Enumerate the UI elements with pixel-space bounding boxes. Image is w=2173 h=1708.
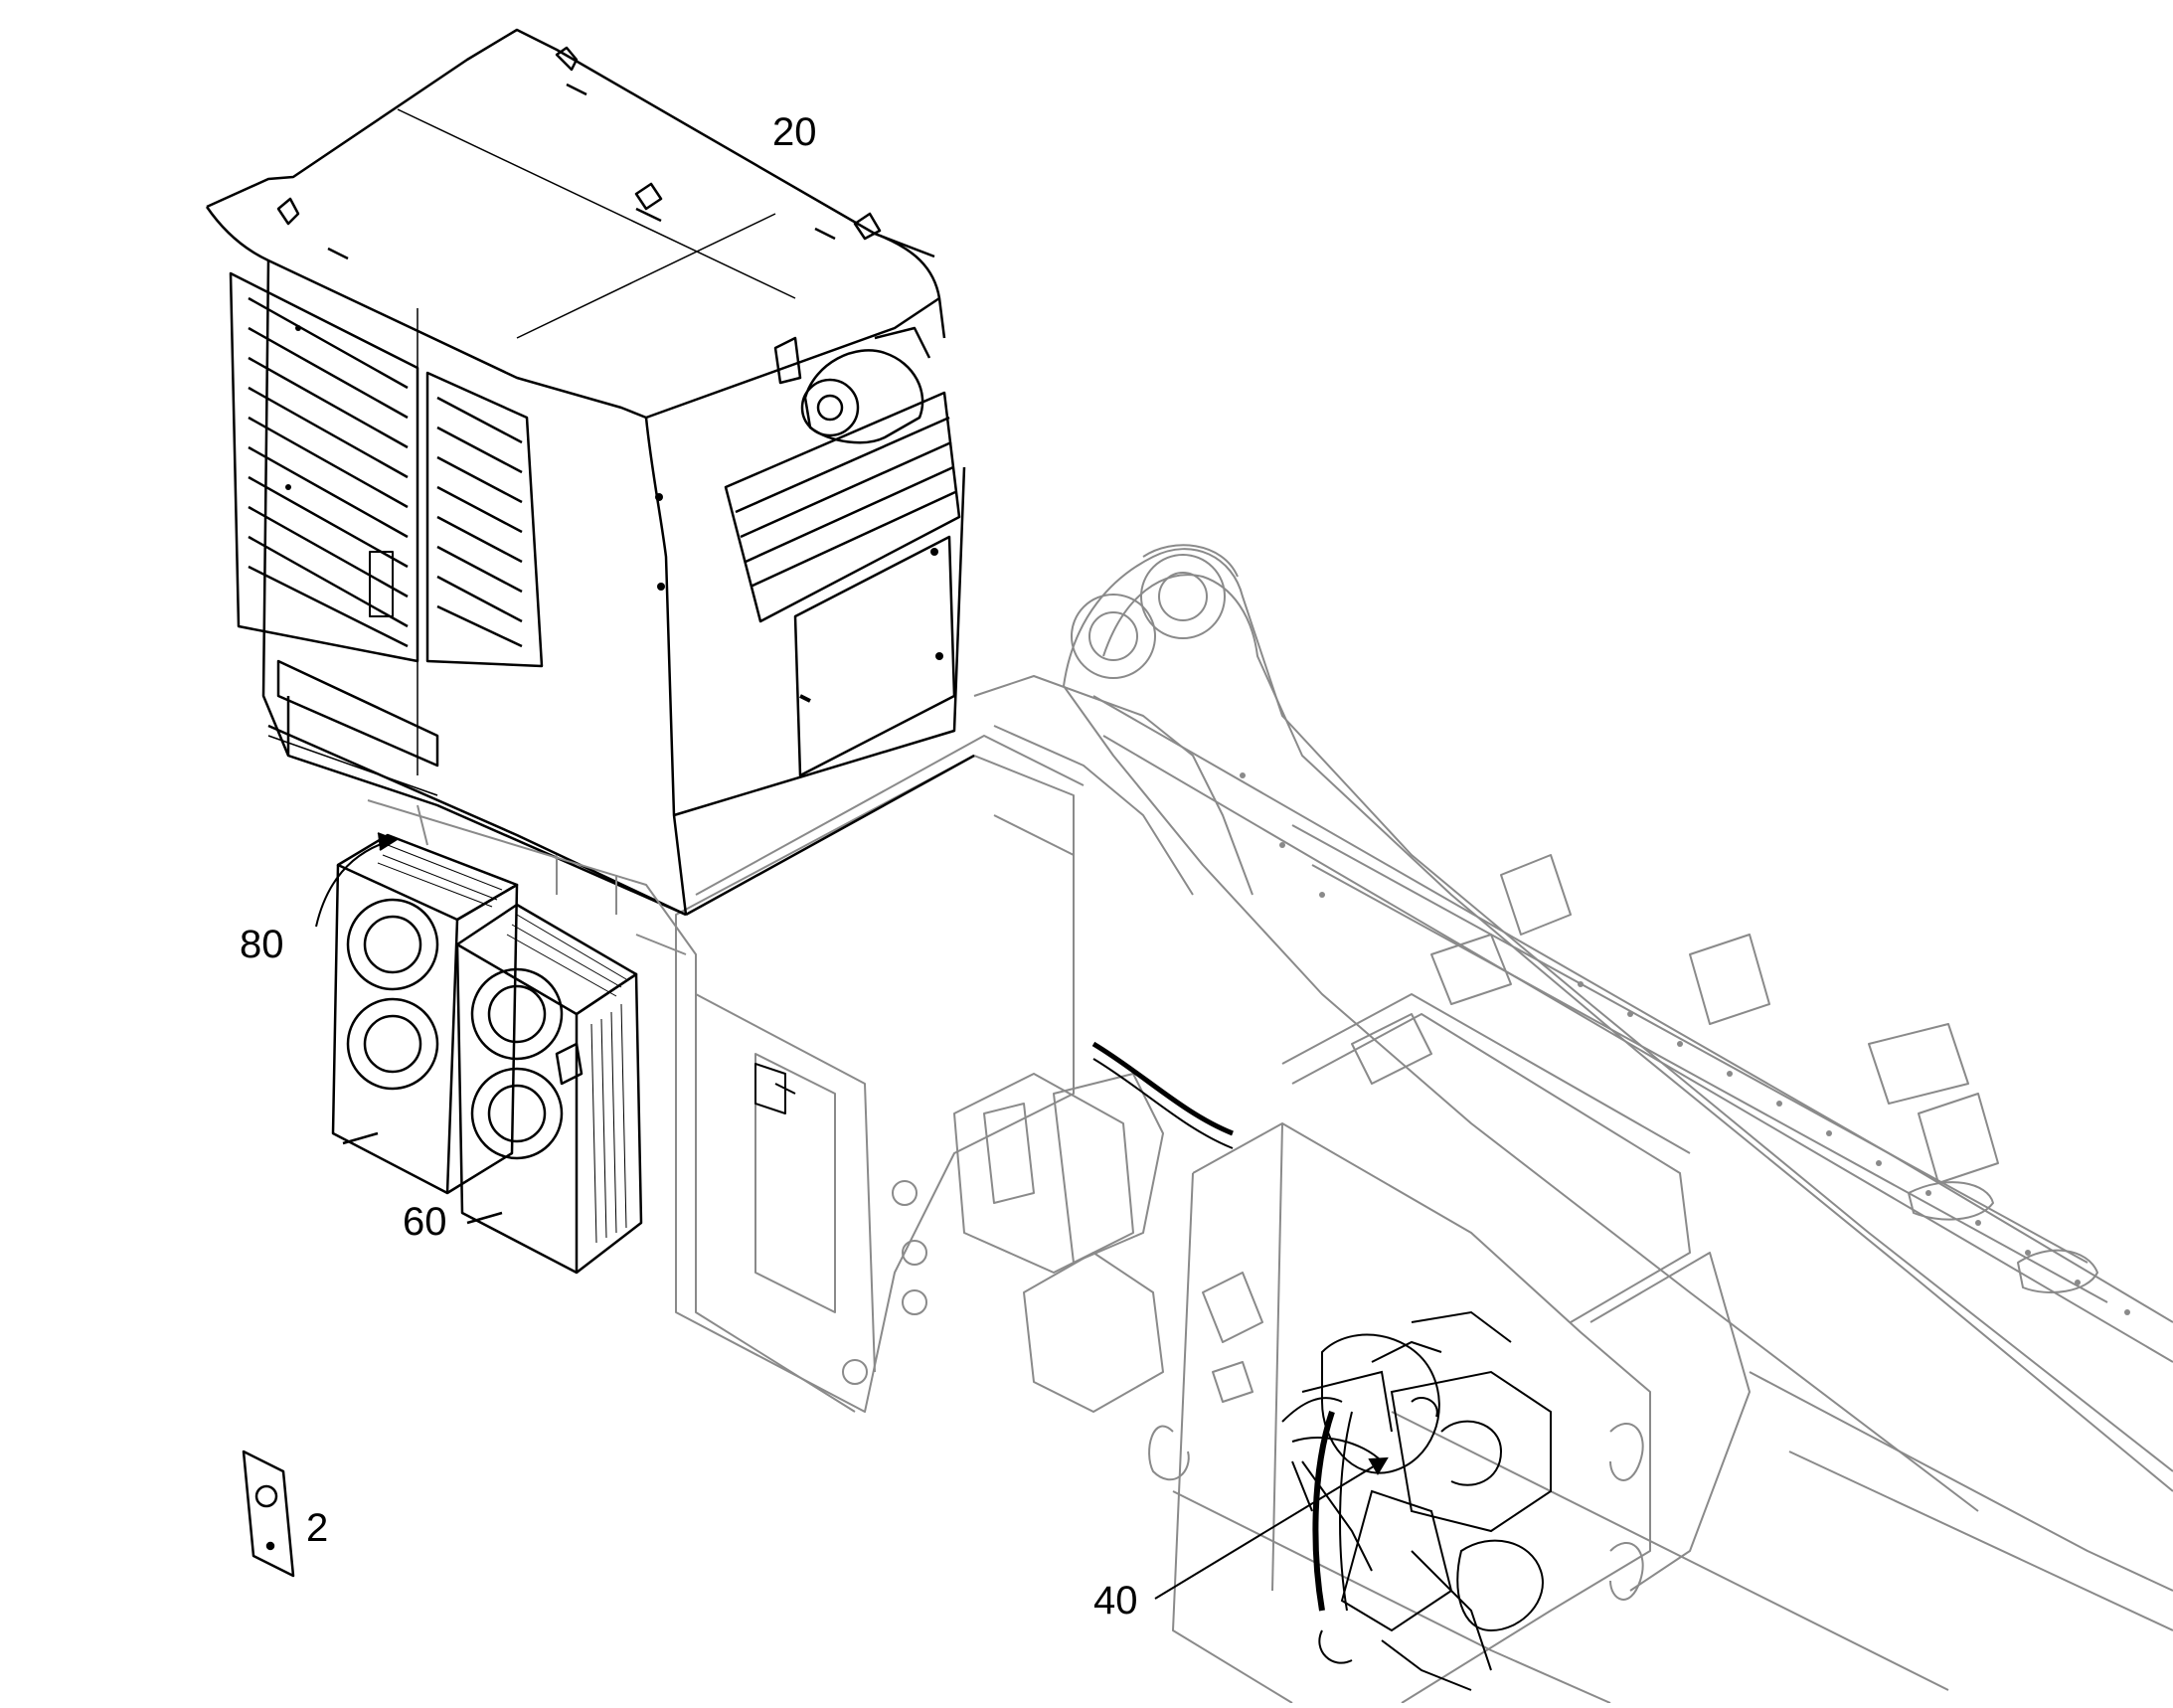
cooler-mount: [367, 799, 856, 1413]
callout-60: 60: [403, 1200, 447, 1244]
callout-40: 40: [1093, 1579, 1138, 1623]
callout-80: 80: [240, 923, 284, 966]
cab-assembly: [205, 28, 975, 917]
cab-side-louvres: [229, 271, 544, 668]
arrowhead-40: [1368, 1456, 1389, 1475]
plate-part: [242, 1450, 295, 1578]
callout-20: 20: [772, 110, 817, 154]
cab-front-louvres: [724, 326, 961, 623]
leader-40: [1154, 1460, 1383, 1600]
engine-block: [1281, 1310, 1552, 1691]
leader-lines: [315, 832, 1389, 1600]
leader-80: [315, 839, 394, 928]
chassis-frame: [953, 544, 2173, 1704]
callout-2: 2: [306, 1506, 329, 1550]
engine-housing: [675, 735, 1234, 1413]
rear-engine-compartment: [1172, 934, 1751, 1704]
arrowhead-80: [377, 832, 399, 851]
cooler-units: [331, 833, 643, 1275]
